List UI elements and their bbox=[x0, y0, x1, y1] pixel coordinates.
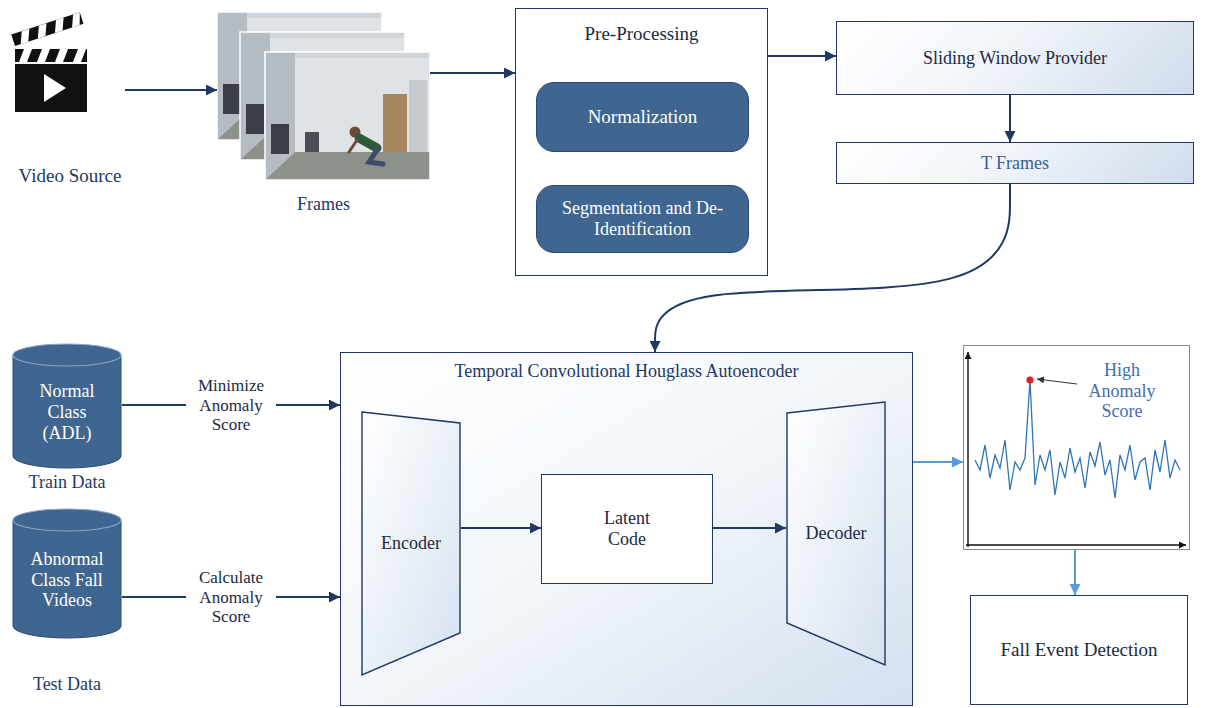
trapezoid-body bbox=[787, 402, 885, 665]
anomaly-plot bbox=[966, 352, 1186, 547]
node-label: Video Source bbox=[0, 165, 145, 187]
node-label: Encoder bbox=[377, 531, 445, 556]
node-label: Normalization bbox=[584, 104, 702, 130]
node-label: Frames bbox=[264, 194, 384, 215]
autoencoder-box: Temporal Convolutional Houglass Autoenco… bbox=[340, 352, 913, 706]
node-label: High Anomaly Score bbox=[1076, 360, 1168, 422]
peak-leader bbox=[1037, 379, 1077, 384]
edge-label: Minimize Anomaly Score bbox=[186, 375, 276, 436]
clapper-stripe bbox=[17, 29, 33, 44]
flow-arrow bbox=[713, 527, 786, 529]
flow-arrow bbox=[430, 72, 515, 74]
clapper-stripe bbox=[55, 49, 68, 62]
encoder-trapezoid: Encoder bbox=[361, 411, 461, 676]
node-caption: Train Data bbox=[2, 472, 132, 493]
cylinder-body bbox=[13, 355, 121, 468]
clapper-stripe bbox=[51, 18, 67, 33]
clapper-stripe bbox=[73, 49, 86, 62]
latent-code-box: Latent Code bbox=[541, 474, 713, 584]
frame-stack-illustration bbox=[217, 12, 430, 180]
flow-arrow bbox=[461, 527, 541, 529]
flow-arrow bbox=[1009, 95, 1011, 142]
play-symbol bbox=[44, 74, 66, 102]
clapper-arm bbox=[11, 12, 83, 46]
frames-stack: Frames bbox=[217, 12, 430, 180]
y-axis bbox=[967, 352, 968, 547]
clapper-base bbox=[15, 49, 87, 62]
flow-arrow bbox=[913, 461, 963, 463]
edge-label: Calculate Anomaly Score bbox=[186, 567, 276, 628]
clapper-body bbox=[15, 64, 87, 112]
person-arm bbox=[349, 140, 357, 152]
node-label: Abnormal Class Fall Videos bbox=[19, 547, 115, 613]
node-label: Pre-Processing bbox=[516, 9, 767, 45]
clapper-stripe bbox=[34, 23, 50, 38]
decoder-trapezoid: Decoder bbox=[786, 401, 886, 666]
peak-dot bbox=[1026, 376, 1033, 383]
process-box: T Frames bbox=[836, 142, 1194, 184]
clapper-stripe bbox=[68, 12, 83, 27]
node-label: Temporal Convolutional Houglass Autoenco… bbox=[341, 353, 912, 382]
cylinder-top bbox=[13, 509, 121, 531]
cylinder-body bbox=[13, 520, 121, 638]
x-axis bbox=[966, 544, 1186, 545]
clapperboard-icon bbox=[11, 12, 87, 112]
clapper-stripe bbox=[37, 49, 50, 62]
clapper-arm-bar bbox=[11, 12, 83, 46]
person-legs bbox=[369, 150, 383, 164]
flow-arrow bbox=[125, 89, 217, 91]
trapezoid-body bbox=[362, 412, 460, 675]
process-box: Normalization bbox=[536, 82, 749, 152]
falling-person bbox=[349, 127, 383, 165]
process-box: Segmentation and De-Identification bbox=[536, 185, 749, 253]
node-label: Segmentation and De-Identification bbox=[548, 196, 738, 241]
flow-arrow bbox=[768, 55, 836, 57]
clapper-stripe bbox=[19, 49, 32, 62]
database-cylinder: Normal Class (ADL)Train Data bbox=[12, 343, 122, 468]
process-box: Fall Event Detection bbox=[970, 595, 1188, 705]
node-caption: Test Data bbox=[2, 674, 132, 695]
cylinder-top bbox=[13, 344, 121, 366]
node-label: Latent Code bbox=[587, 506, 667, 551]
anomaly-score-chart: High Anomaly Score bbox=[963, 345, 1190, 550]
video-frame bbox=[265, 52, 430, 180]
preprocessing-box: Pre-ProcessingNormalizationSegmentation … bbox=[515, 8, 768, 276]
box-ground bbox=[341, 353, 912, 705]
person-torso bbox=[359, 138, 377, 148]
node-label: Fall Event Detection bbox=[996, 637, 1161, 663]
video-source-icon: Video Source bbox=[15, 18, 125, 113]
node-label: T Frames bbox=[977, 151, 1053, 176]
node-label: Decoder bbox=[802, 521, 871, 546]
database-cylinder: Abnormal Class Fall VideosTest Data bbox=[12, 508, 122, 638]
node-label: Sliding Window Provider bbox=[919, 46, 1111, 71]
flow-arrow bbox=[1074, 550, 1076, 595]
process-box: Sliding Window Provider bbox=[836, 21, 1194, 95]
node-label: Normal Class (ADL) bbox=[25, 379, 109, 445]
